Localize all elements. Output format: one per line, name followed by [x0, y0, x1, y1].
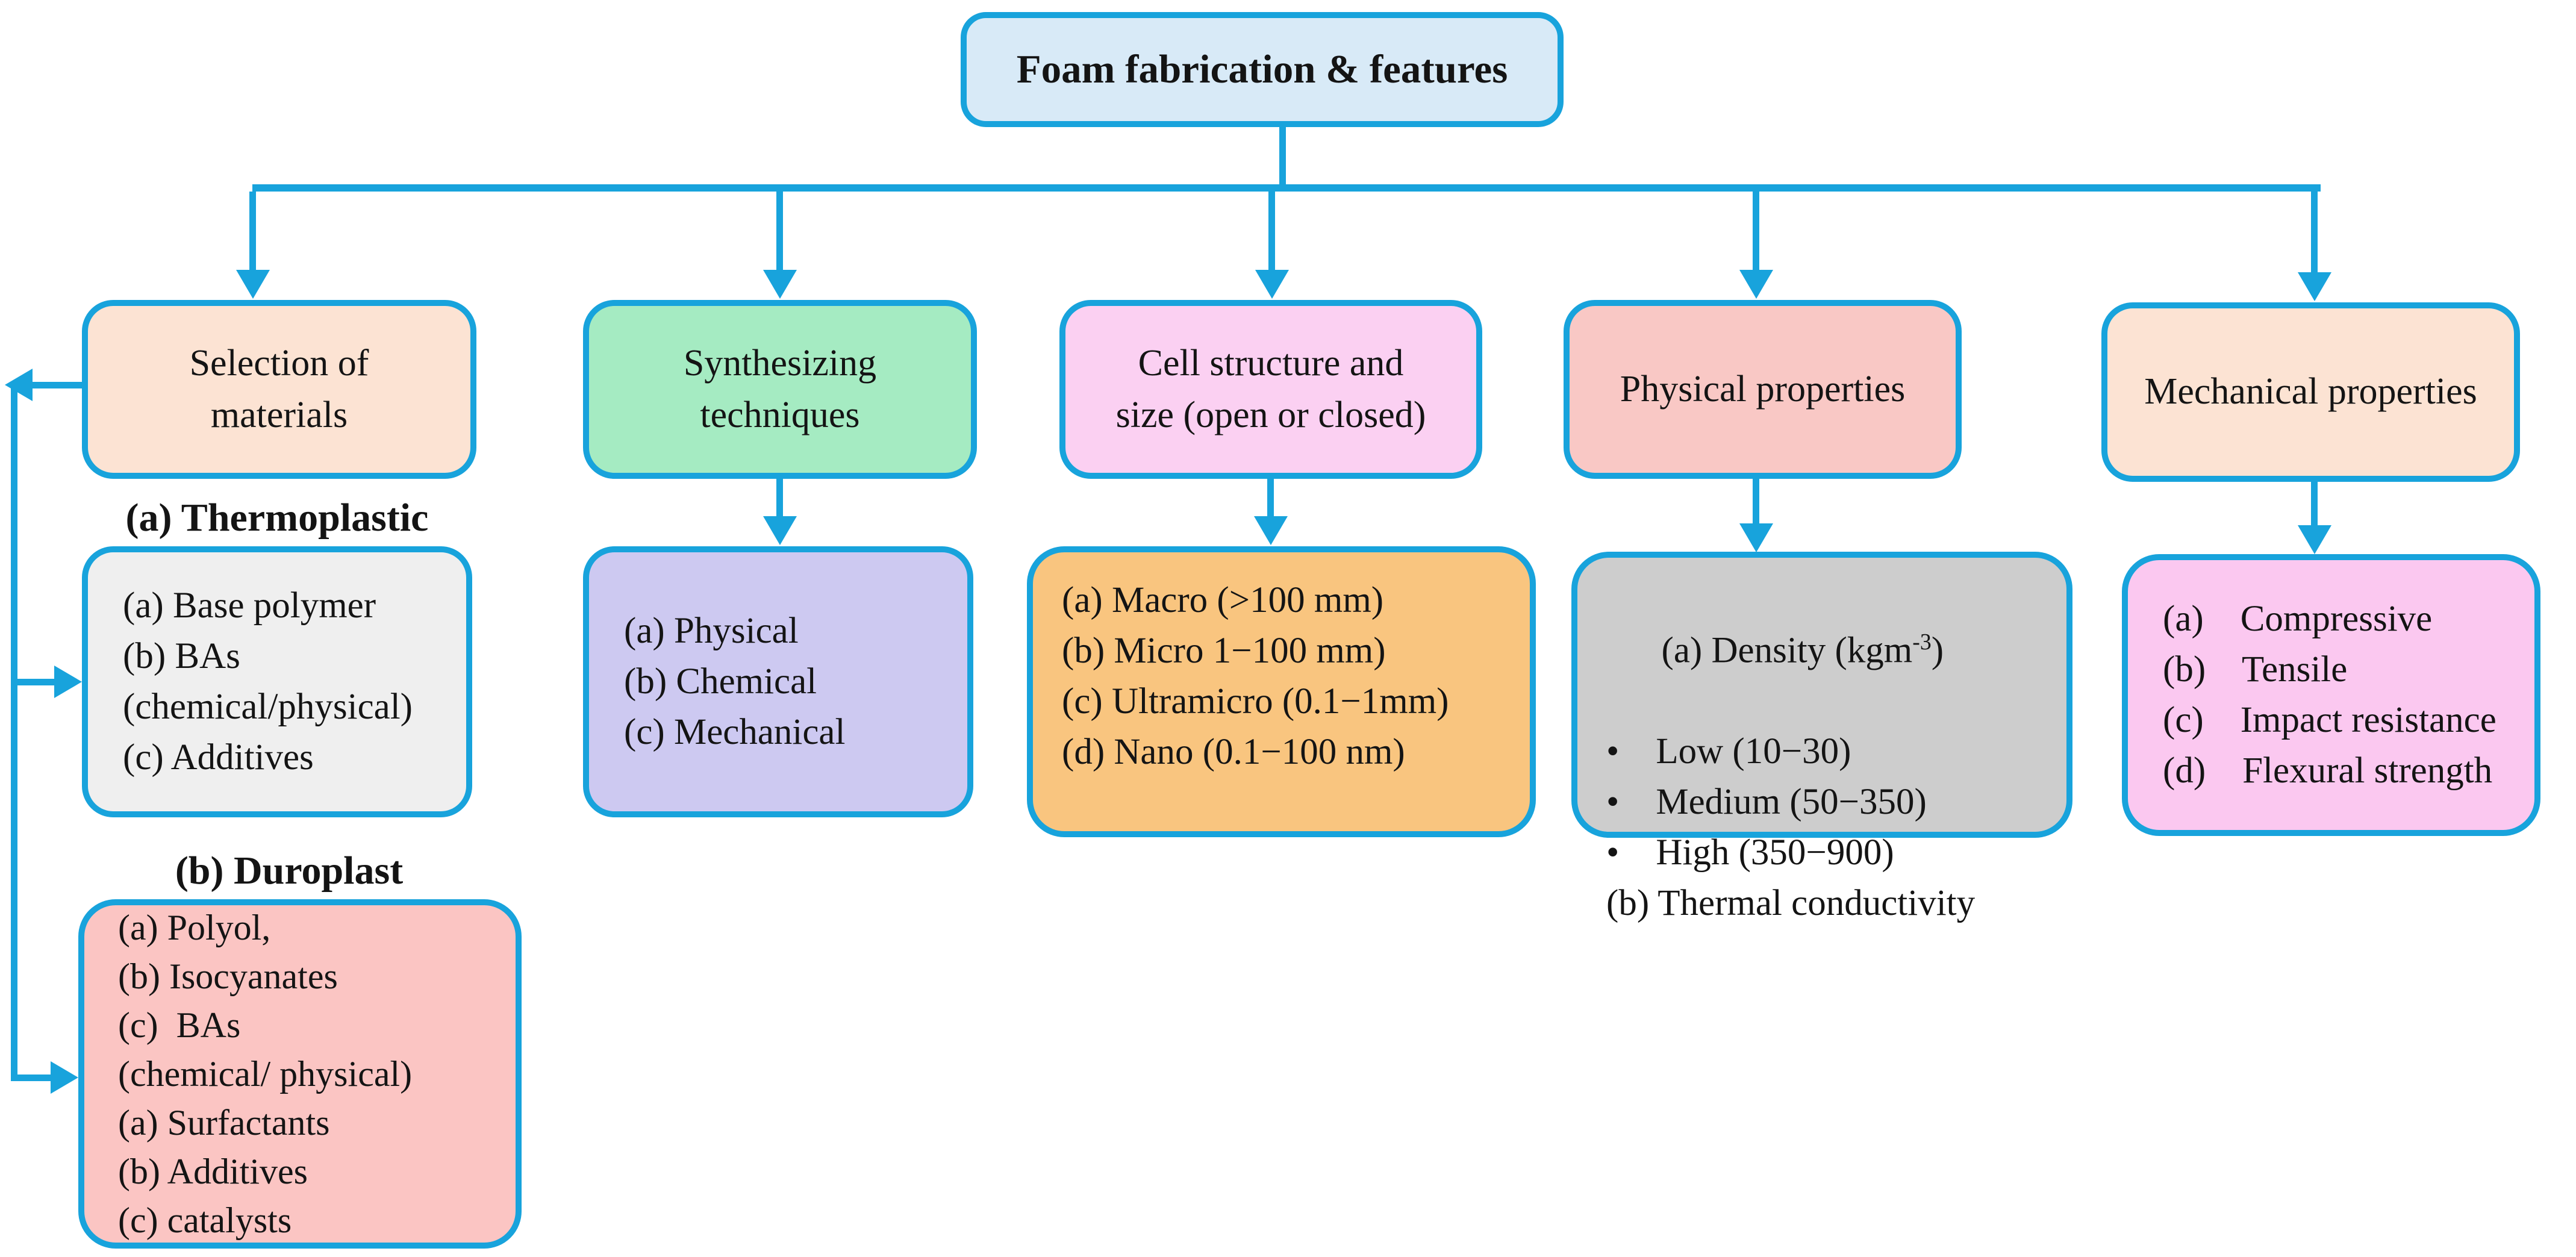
arrow-down-icon	[2298, 525, 2331, 554]
arrow-right-icon	[51, 1061, 78, 1094]
list-item: (a) Base polymer	[123, 585, 376, 626]
rail-to-thermoplastic-line	[17, 679, 55, 685]
list-item: (a) Surfactants	[118, 1102, 330, 1143]
arrow-down-icon	[1255, 270, 1289, 299]
list-item: (a) Physical	[624, 611, 799, 651]
left-rail	[11, 382, 17, 1081]
page-title: Foam fabrication & features	[1016, 47, 1508, 92]
list-item: (b) Isocyanates	[118, 956, 338, 996]
duroplast-box: (a) Polyol, (b) Isocyanates (c) BAs (che…	[78, 899, 522, 1249]
mid-line-cell-structure	[1267, 479, 1274, 517]
arrow-down-icon	[1254, 516, 1288, 545]
cell-size-detail-box: (a) Macro (>100 mm) (b) Micro 1−100 mm) …	[1027, 546, 1536, 837]
mechanical-properties-box: Mechanical properties	[2101, 302, 2520, 482]
title-connector-line	[1279, 127, 1286, 188]
arrow-left-icon	[5, 369, 33, 401]
list-item-density: (a) Density (kgm-3)	[1661, 629, 1944, 671]
duroplast-label: (b) Duroplast	[175, 849, 404, 893]
selection-of-materials-box: Selection of materials	[82, 300, 476, 479]
distribution-rail	[252, 184, 2321, 192]
list-item: (a) Macro (>100 mm)	[1062, 580, 1384, 620]
list-item: (c) catalysts	[118, 1200, 292, 1240]
list-item: (b) BAs	[123, 636, 240, 676]
list-item: (c) BAs	[118, 1005, 241, 1045]
title-box: Foam fabrication & features	[961, 12, 1564, 127]
arrow-right-icon	[54, 666, 82, 698]
arrow-down-icon	[1739, 270, 1773, 299]
physical-properties-box: Physical properties	[1564, 300, 1962, 479]
list-item: (b) Chemical	[624, 661, 817, 702]
rail-to-duroplast-line	[17, 1075, 51, 1081]
mechanical-detail-box: (a) Compressive (b) Tensile (c) Impact r…	[2122, 554, 2540, 836]
box-label: Selection of materials	[189, 342, 369, 435]
list-item: (a) Compressive	[2163, 599, 2433, 639]
synthesizing-detail-box: (a) Physical (b) Chemical (c) Mechanical	[583, 546, 973, 817]
list-item: (c) Impact resistance	[2163, 700, 2496, 740]
list-item: (chemical/physical)	[123, 687, 413, 727]
list-item: (a) Polyol,	[118, 907, 271, 947]
list-item: (chemical/ physical)	[118, 1053, 413, 1094]
list-item: (b) Tensile	[2163, 649, 2348, 690]
list-item: • Medium (50−350)	[1606, 782, 1927, 823]
mid-line-mechanical	[2311, 482, 2318, 526]
box-label: Physical properties	[1620, 368, 1906, 410]
arrow-down-icon	[236, 270, 270, 299]
arrow-down-icon	[2298, 272, 2331, 301]
density-detail-box: (a) Density (kgm-3) • Low (10−30) • Medi…	[1571, 552, 2072, 923]
list-item: • High (350−900)	[1606, 832, 1894, 873]
selection-to-rail-line	[31, 382, 82, 388]
box-label: Synthesizing techniques	[683, 342, 877, 435]
drop-line-synthesizing	[776, 192, 783, 271]
mid-line-synthesizing	[776, 479, 783, 517]
superscript: -3	[1912, 629, 1932, 655]
list-item: (d) Flexural strength	[2163, 750, 2493, 791]
list-item: (d) Nano (0.1−100 nm)	[1062, 732, 1405, 772]
list-item: • Low (10−30)	[1606, 731, 1851, 772]
box-label: Cell structure and size (open or closed)	[1115, 342, 1426, 435]
arrow-down-icon	[763, 270, 797, 299]
thermoplastic-label: (a) Thermoplastic	[125, 496, 429, 540]
drop-line-mechanical	[2311, 192, 2318, 273]
list-item: (c) Ultramicro (0.1−1mm)	[1062, 681, 1449, 722]
thermoplastic-box: (a) Base polymer (b) BAs (chemical/physi…	[82, 546, 472, 817]
list-item: (c) Additives	[123, 737, 314, 778]
list-item: (b) Micro 1−100 mm)	[1062, 631, 1386, 671]
list-item: (c) Mechanical	[624, 712, 846, 752]
list-item: (b) Additives	[118, 1151, 308, 1191]
mid-line-physical	[1753, 479, 1759, 525]
list-item: (b) Thermal conductivity	[1606, 883, 1976, 924]
synthesizing-techniques-box: Synthesizing techniques	[583, 300, 977, 479]
box-label: Mechanical properties	[2144, 371, 2477, 413]
arrow-down-icon	[1739, 523, 1773, 552]
drop-line-cell-structure	[1268, 192, 1275, 271]
cell-structure-box: Cell structure and size (open or closed)	[1059, 300, 1482, 479]
arrow-down-icon	[763, 516, 797, 545]
drop-line-physical	[1753, 192, 1759, 271]
drop-line-selection	[249, 192, 256, 271]
